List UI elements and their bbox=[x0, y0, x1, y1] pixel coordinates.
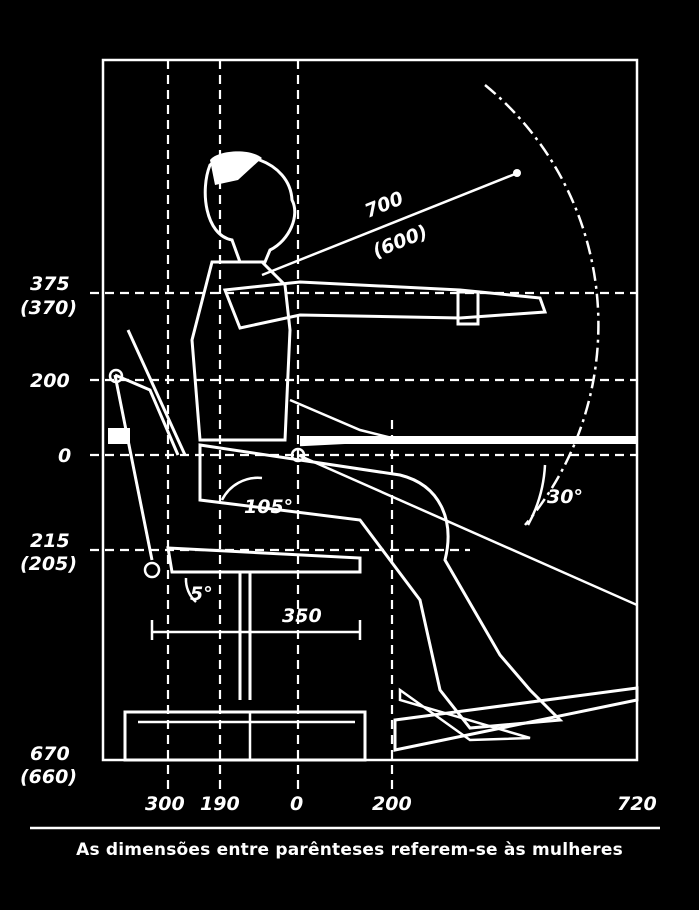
seated-person bbox=[190, 151, 564, 742]
diagram-frame bbox=[101, 58, 639, 762]
reach-end-dot bbox=[513, 169, 521, 177]
angle-label-105: 105° bbox=[244, 496, 293, 518]
label-h300: 300 bbox=[145, 793, 185, 815]
reach-line bbox=[261, 170, 521, 277]
label-215: 215 bbox=[30, 530, 70, 552]
reach-label-men: 700 bbox=[362, 187, 407, 222]
label-670: 670 bbox=[30, 743, 70, 765]
angle-30-arc bbox=[526, 464, 547, 526]
chair bbox=[108, 329, 362, 700]
sight-line bbox=[297, 453, 638, 607]
caption: As dimensões entre parênteses referem-se… bbox=[76, 840, 623, 860]
table-top bbox=[300, 436, 637, 444]
footrest bbox=[123, 686, 639, 762]
label-0: 0 bbox=[58, 445, 71, 467]
label-h720: 720 bbox=[617, 793, 657, 815]
label-h190: 190 bbox=[200, 793, 240, 815]
label-375: 375 bbox=[30, 273, 70, 295]
seat-depth-label: 350 bbox=[282, 605, 322, 627]
angle-label-30: 30° bbox=[547, 486, 583, 508]
label-370: (370) bbox=[20, 297, 77, 319]
label-200: 200 bbox=[30, 370, 70, 392]
reach-arc bbox=[484, 84, 600, 526]
angle-5-arc bbox=[184, 577, 197, 603]
label-660: (660) bbox=[20, 766, 77, 788]
angle-label-5: 5° bbox=[190, 583, 213, 605]
label-205: (205) bbox=[20, 553, 77, 575]
label-h200: 200 bbox=[372, 793, 412, 815]
angle-105-arc bbox=[220, 476, 263, 501]
hand bbox=[456, 290, 480, 326]
label-h0: 0 bbox=[290, 793, 303, 815]
origin-dot bbox=[290, 447, 306, 463]
